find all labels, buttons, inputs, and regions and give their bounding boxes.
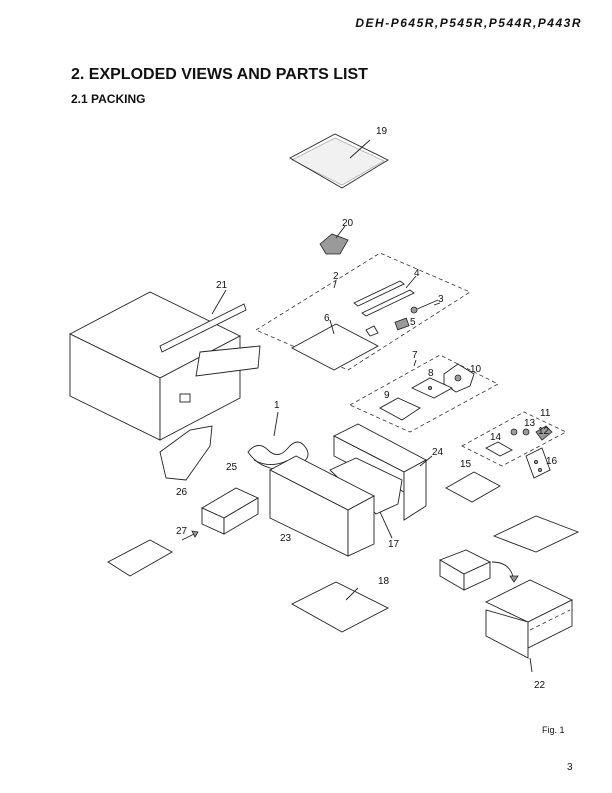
part-27-bag [107,530,199,577]
callout-6: 6 [324,313,330,324]
part-15-bag [445,471,501,503]
callout-11: 11 [540,408,551,419]
callout-13: 13 [524,418,536,429]
part-9-bag [379,397,421,421]
accessory-box [438,549,519,591]
section-title: 2. EXPLODED VIEWS AND PARTS LIST [71,66,368,83]
callout-27: 27 [176,526,188,537]
part-26-cushion [159,425,213,481]
callout-16: 16 [546,456,558,467]
part-16-bracket [525,447,551,479]
callout-26: 26 [176,487,188,498]
callout-20: 20 [342,218,354,229]
callout-3: 3 [438,294,444,305]
part-19-bag [289,133,389,189]
callout-5: 5 [410,317,416,328]
callout-12: 12 [538,426,550,437]
accessory-group-11-outline [461,411,567,467]
callout-24: 24 [432,447,444,458]
callout-14: 14 [490,432,502,443]
part-6-bag [291,319,379,371]
part-21-carton [69,289,261,441]
callout-19: 19 [376,126,388,137]
callout-15: 15 [460,459,472,470]
callout-21: 21 [216,280,228,291]
callout-7: 7 [412,350,418,361]
page-number: 3 [567,762,573,773]
callout-17: 17 [388,539,400,550]
callout-8: 8 [428,368,434,379]
part-4-rails [353,275,417,317]
callout-2: 2 [333,271,339,282]
part-23-padding [269,455,375,557]
part-8-plate [411,377,453,399]
callout-18: 18 [378,576,390,587]
callout-23: 23 [280,533,292,544]
callout-labels: 1 2 3 4 5 6 7 8 9 10 11 12 13 14 15 16 1… [176,126,558,691]
part-18-bag [291,581,389,633]
part-20-cap [319,225,349,255]
section-subtitle: 2.1 PACKING [71,92,146,106]
model-header: DEH-P645R,P545R,P544R,P443R [355,16,582,30]
part-3-screw [410,299,441,314]
part-10-bracket [443,363,475,393]
callout-1: 1 [274,400,280,411]
part-5-bushing [394,317,410,331]
figure-label: Fig. 1 [542,725,565,735]
accessory-group-7-outline [349,354,499,433]
callout-10: 10 [470,364,482,375]
callout-9: 9 [384,390,390,401]
flat-sheet [492,515,580,553]
callout-25: 25 [226,462,238,473]
part-22-carton [484,579,574,673]
part-25-box [201,487,259,535]
callout-22: 22 [534,680,546,691]
callout-4: 4 [414,268,420,279]
part-12-13-14-fasteners [485,425,553,457]
